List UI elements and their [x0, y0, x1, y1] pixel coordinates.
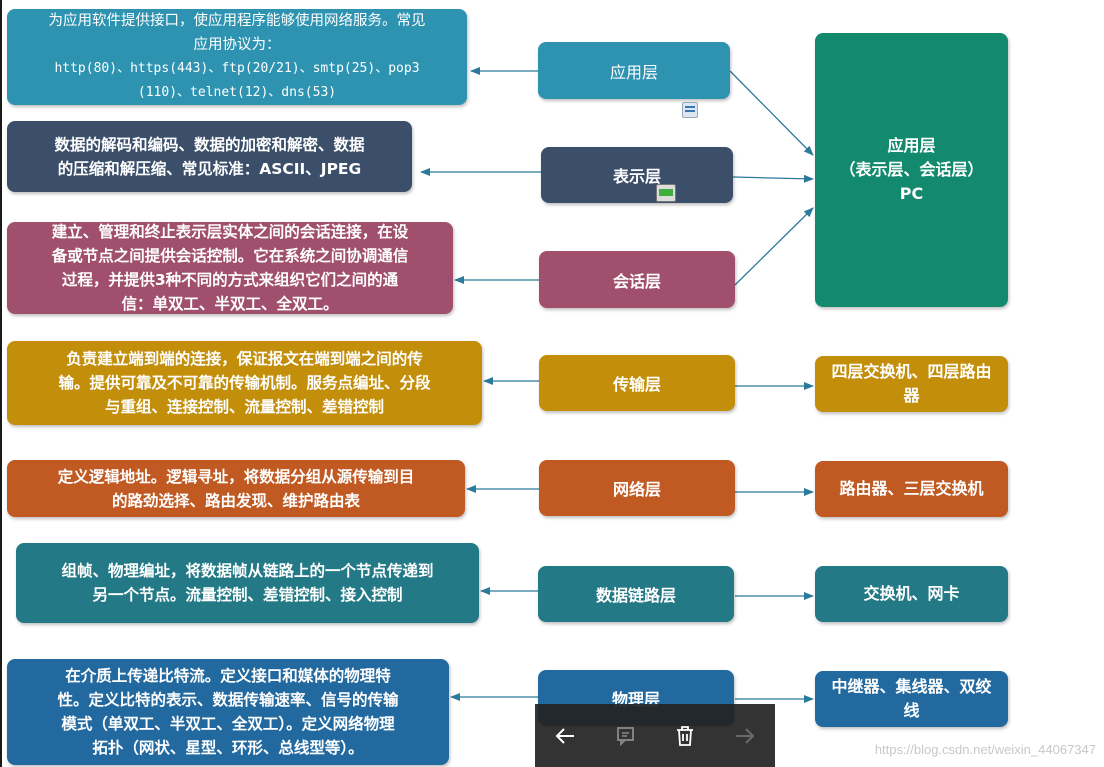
- mini-icon: [682, 102, 698, 118]
- protocol-line: (110)、telnet(12)、dns(53): [137, 85, 337, 100]
- layer-datalink: 数据链路层: [538, 566, 734, 622]
- layer-label: 数据链路层: [595, 586, 676, 605]
- forward-button[interactable]: [725, 716, 765, 756]
- desc-line: 的压缩和解压缩、常见标准：ASCII、JPEG: [57, 159, 362, 178]
- desc-transport: 负责建立端到端的连接，保证报文在端到端之间的传 输。提供可靠及不可靠的传输机制。…: [7, 341, 482, 425]
- watermark: https://blog.csdn.net/weixin_44067347: [874, 742, 1096, 757]
- layer-network: 网络层: [539, 460, 735, 516]
- desc-network: 定义逻辑地址。逻辑寻址，将数据分组从源传输到目 的路劲选择、路由发现、维护路由表: [7, 460, 465, 517]
- arrow-app-to-group: [729, 70, 814, 156]
- desc-session: 建立、管理和终止表示层实体之间的会话连接，在设 备或节点之间提供会话控制。它在系…: [7, 222, 453, 314]
- group-line: 应用层: [887, 136, 936, 155]
- layer-application: 应用层: [538, 42, 730, 99]
- desc-line: 备或节点之间提供会话控制。它在系统之间协调通信: [51, 247, 409, 265]
- desc-line: 定义逻辑地址。逻辑寻址，将数据分组从源传输到目: [57, 467, 415, 486]
- arrow-session-to-group: [734, 207, 814, 286]
- layer-label: 应用层: [609, 62, 658, 82]
- desc-physical: 在介质上传递比特流。定义接口和媒体的物理特 性。定义比特的表示、数据传输速率、信…: [7, 659, 449, 765]
- desc-application: 为应用软件提供接口，使应用程序能够使用网络服务。常见 应用协议为： http(8…: [7, 9, 467, 105]
- desc-line: 建立、管理和终止表示层实体之间的会话连接，在设: [51, 223, 409, 241]
- protocol-line: http(80)、https(443)、ftp(20/21)、smtp(25)、…: [54, 61, 420, 76]
- device-label: 中继器、集线器、双绞线: [831, 677, 992, 720]
- delete-button[interactable]: [665, 716, 705, 756]
- desc-line: 在介质上传递比特流。定义接口和媒体的物理特: [65, 667, 391, 685]
- desc-line: 应用协议为：: [193, 37, 281, 53]
- desc-line: 组帧、物理编址，将数据帧从链路上的一个节点传递到: [61, 562, 434, 580]
- desc-line: 输。提供可靠及不可靠的传输机制。服务点编址、分段: [58, 374, 431, 392]
- layer-presentation: 表示层: [541, 147, 733, 203]
- device-label: 路由器、三层交换机: [839, 479, 984, 498]
- upper-layers-group: 应用层 （表示层、会话层） PC: [815, 33, 1008, 307]
- desc-presentation: 数据的解码和编码、数据的加密和解密、数据 的压缩和解压缩、常见标准：ASCII、…: [7, 121, 412, 192]
- chat-icon: [617, 726, 634, 746]
- layer-label: 会话层: [612, 271, 661, 291]
- desc-line: 的路劲选择、路由发现、维护路由表: [111, 491, 360, 510]
- desc-line: 为应用软件提供接口，使应用程序能够使用网络服务。常见: [48, 13, 426, 29]
- device-label: 交换机、网卡: [863, 584, 960, 603]
- desc-line: 与重组、连接控制、流量控制、差错控制: [104, 398, 384, 416]
- layer-transport: 传输层: [539, 355, 735, 411]
- desc-line: 信：单双工、半双工、全双工。: [121, 295, 339, 313]
- forward-arrow-icon: [736, 727, 755, 744]
- desc-line: 负责建立端到端的连接，保证报文在端到端之间的传: [66, 350, 423, 368]
- device-physical: 中继器、集线器、双绞线: [815, 671, 1008, 727]
- layer-label: 传输层: [612, 375, 661, 394]
- desc-line: 性。定义比特的表示、数据传输速率、信号的传输: [57, 691, 399, 709]
- layer-label: 表示层: [612, 167, 661, 186]
- desc-line: 拓扑（网状、星型、环形、总线型等）。: [92, 739, 364, 757]
- layer-session: 会话层: [539, 251, 735, 308]
- desc-line: 过程，并提供3种不同的方式来组织它们之间的通: [61, 271, 399, 289]
- group-line: （表示层、会话层）: [839, 160, 984, 179]
- desc-line: 数据的解码和编码、数据的加密和解密、数据: [54, 135, 365, 154]
- group-line: PC: [899, 184, 924, 203]
- back-button[interactable]: [545, 716, 585, 756]
- mini-icon: [656, 184, 676, 202]
- device-transport: 四层交换机、四层路由器: [815, 356, 1008, 412]
- device-datalink: 交换机、网卡: [815, 566, 1008, 622]
- trash-icon: [677, 725, 693, 746]
- desc-datalink: 组帧、物理编址，将数据帧从链路上的一个节点传递到 另一个节点。流量控制、差错控制…: [16, 543, 479, 623]
- arrow-pres-to-group: [732, 174, 814, 183]
- back-arrow-icon: [555, 727, 574, 744]
- comment-button[interactable]: [605, 716, 645, 756]
- desc-line: 另一个节点。流量控制、差错控制、接入控制: [92, 586, 403, 604]
- left-border: [0, 0, 2, 767]
- viewer-toolbar: [535, 704, 775, 767]
- device-network: 路由器、三层交换机: [815, 461, 1008, 517]
- device-label: 四层交换机、四层路由器: [831, 362, 992, 405]
- layer-label: 网络层: [612, 480, 661, 499]
- desc-line: 模式（单双工、半双工、全双工）。定义网络物理: [61, 715, 395, 733]
